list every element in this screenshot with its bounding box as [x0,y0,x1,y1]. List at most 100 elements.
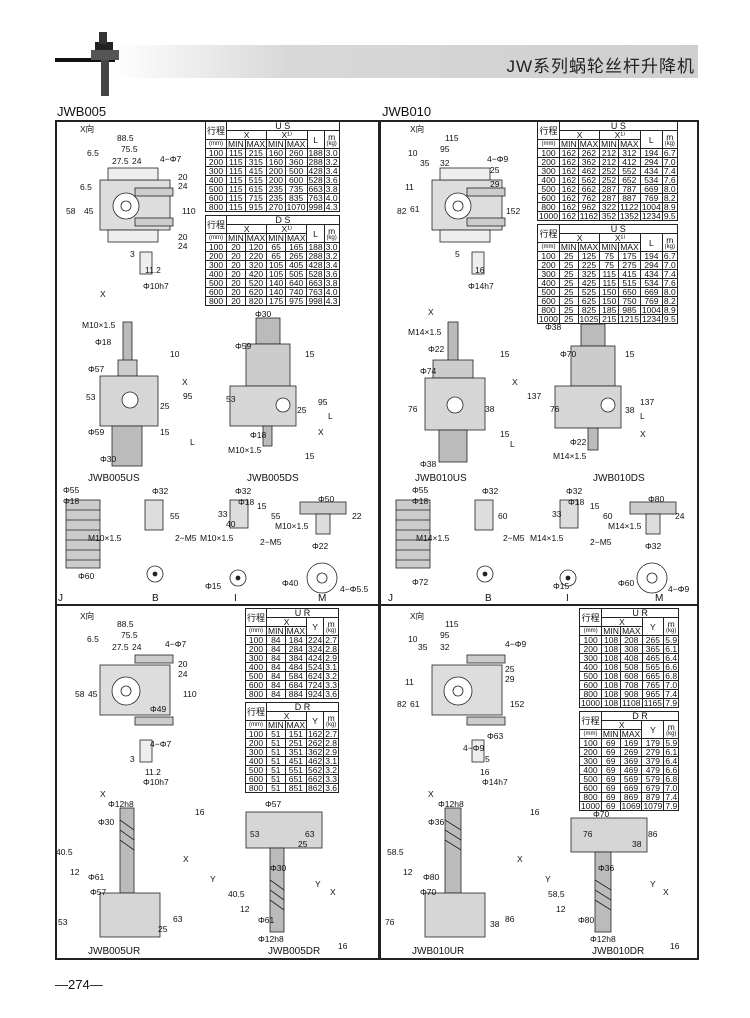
dimension-label: Φ70 [420,887,437,897]
top-view-jwb010 [431,167,506,275]
table-cell: 800 [244,783,268,793]
table-cell: 1069 [619,801,643,811]
dimension-label: Φ15 [553,581,570,591]
dimension-label: 27.5 [112,642,129,652]
dimension-label: X [330,887,336,897]
table-cell-mass: m(kg) [323,711,340,730]
table-cell: L [639,233,663,252]
table-cell: U R [266,608,340,618]
dimension-label: 24 [178,669,188,679]
dimension-label: 76 [408,404,418,414]
dimension-label: X向 [80,124,95,134]
dimension-label: 11.2 [145,767,161,777]
dimension-label: Y [545,874,551,884]
dimension-label: 58 [75,689,85,699]
dimension-label: 60 [498,511,508,521]
dimension-label: L [328,411,333,421]
table-cell: 1108 [619,698,643,708]
dimension-label: X [318,427,324,437]
table-cell: 884 [284,689,308,699]
table-cell: D R [266,702,340,712]
dimension-label: M10×1.5 [228,445,262,455]
dimension-label: 35 [418,642,428,652]
table-cell: 25 [558,314,579,324]
dimension-label: 16 [338,941,348,951]
table-cell: 1025 [577,314,601,324]
table-cell: Y [306,617,325,636]
dimension-label: 152 [506,206,521,216]
section-title-jwb005: JWB005 [57,104,107,119]
dimension-label: 53 [58,917,68,927]
dimension-label: M10×1.5 [275,521,309,531]
dimension-label: 15 [160,427,170,437]
dimension-label: Φ32 [482,486,499,496]
dimension-label: X [182,377,188,387]
dimension-label: 10 [170,349,180,359]
dimension-label: 2−M5 [175,533,197,543]
dimension-label: Φ32 [152,486,169,496]
table-cell: 行程 [537,224,560,243]
table-cell-mass: m(kg) [661,233,678,252]
side-views-jwb010 [424,321,622,463]
dimension-label: 63 [173,914,183,924]
drawing-caption: B [152,593,159,604]
dimension-label: X [517,854,523,864]
dimension-label: 115 [445,619,459,629]
dimension-label: Φ74 [420,366,437,376]
horizontal-divider [55,604,699,606]
dimension-label: 12 [70,867,80,877]
dimension-label: Φ60 [78,571,95,581]
dimension-label: 32 [440,642,450,652]
dimension-label: X [100,789,106,799]
mass-unit: (kg) [664,140,675,147]
table-cell: 51 [266,783,286,793]
table-cell: 975 [284,296,308,306]
dimension-label: Φ55 [412,485,429,495]
dimension-label: 29 [490,179,500,189]
dimension-label: 110 [182,206,196,216]
dimension-label: M14×1.5 [530,533,564,543]
table-cell-mass: m(kg) [323,130,340,149]
section-title-jwb010: JWB010 [382,104,432,119]
table-cell: 998 [306,202,325,212]
dimension-label: Φ14h7 [468,281,494,291]
table-cell: 1000 [537,211,560,221]
table-cell: 1000 [578,698,603,708]
table-cell: 9.5 [661,314,678,324]
table-cell: 862 [306,783,325,793]
table-cell: 7.9 [663,801,680,811]
mass-unit: (kg) [326,140,337,147]
dimension-label: 75.5 [121,144,138,154]
dimension-label: 4−Φ5.5 [340,584,369,594]
header-bar [112,45,698,78]
dimension-label: 16 [530,807,540,817]
mass-label: m [667,721,675,732]
top-view-jwb005 [99,167,174,275]
vertical-divider [378,120,381,960]
dimension-label: 32 [440,158,450,168]
table-cell: 3.6 [323,783,340,793]
dimension-label: Φ80 [423,872,440,882]
table-cell: 行程 [204,121,228,140]
dimension-label: 20 [178,659,188,669]
dimension-label: 82 [397,206,407,216]
dimension-label: 95 [440,144,450,154]
dimension-label: M10×1.5 [82,320,116,330]
dimension-label: Φ30 [270,863,287,873]
dimension-label: Φ80 [648,494,665,504]
dimension-label: 25 [505,664,515,674]
dimension-label: L [190,437,195,447]
dimension-label: 58.5 [387,847,404,857]
dimension-label: Φ18 [63,496,80,506]
dimension-label: 38 [490,919,500,929]
